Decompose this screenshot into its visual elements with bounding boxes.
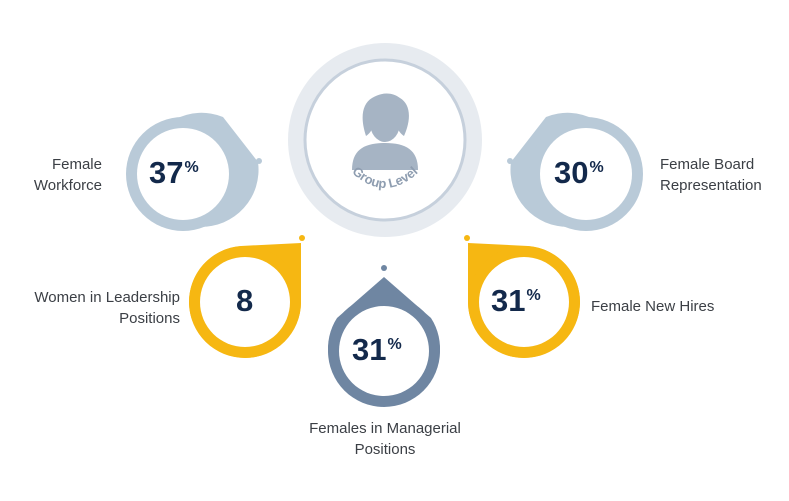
label-females-managerial: Females in Managerial Positions [309,420,461,458]
metric-pin-female-board [507,112,643,231]
metric-pin-female-workforce [126,112,262,231]
center-node: Group Level [288,43,482,237]
label-female-workforce: Female Workforce [33,156,102,194]
female-avatar-icon [352,93,418,170]
value-female-new-hires: 31% [491,283,541,318]
metric-pin-females-managerial [328,265,441,407]
label-female-board: Female Board Representation [660,156,762,194]
value-female-board: 30% [554,155,604,190]
value-female-workforce: 37% [149,155,199,190]
label-women-leadership: Women in Leadership Positions [34,289,180,327]
metric-pin-female-new-hires [464,235,580,358]
label-female-new-hires: Female New Hires [591,298,715,315]
metric-pin-women-leadership [189,235,305,358]
value-women-leadership: 8 [236,283,254,318]
value-females-managerial: 31% [352,332,402,367]
